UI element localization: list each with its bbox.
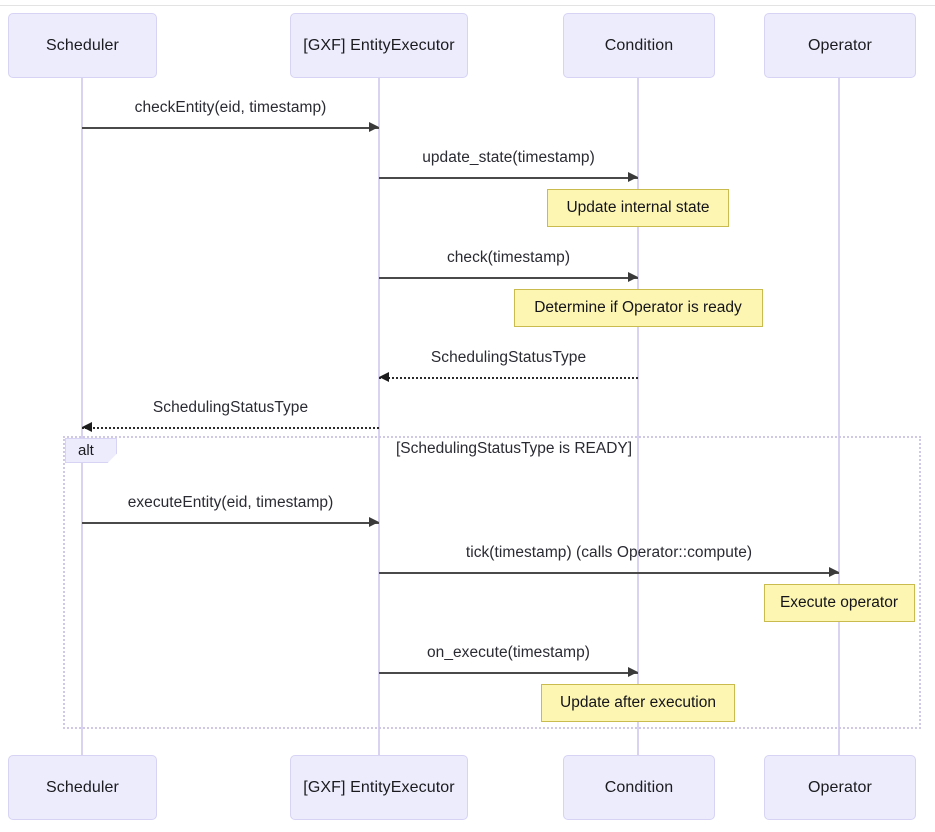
participant-label: Scheduler bbox=[46, 778, 119, 796]
fragment-condition-label: [SchedulingStatusType is READY] bbox=[396, 440, 633, 457]
message-line bbox=[82, 127, 379, 129]
note-text: Determine if Operator is ready bbox=[534, 299, 742, 316]
arrowhead-icon bbox=[628, 272, 638, 282]
participant-label: Operator bbox=[808, 778, 872, 796]
arrowhead-icon bbox=[369, 517, 379, 527]
note-n3: Execute operator bbox=[763, 584, 915, 622]
message-label: SchedulingStatusType bbox=[152, 399, 309, 416]
arrowhead-icon bbox=[829, 567, 839, 577]
note-text: Update after execution bbox=[560, 694, 716, 711]
message-label: check(timestamp) bbox=[446, 249, 571, 266]
participant-label: [GXF] EntityExecutor bbox=[303, 36, 455, 54]
participant-executor-bottom[interactable]: [GXF] EntityExecutor bbox=[290, 755, 468, 820]
lifeline-scheduler bbox=[81, 78, 83, 755]
top-divider bbox=[0, 5, 935, 6]
participant-label: Operator bbox=[808, 36, 872, 54]
participant-label: Scheduler bbox=[46, 36, 119, 54]
message-label: executeEntity(eid, timestamp) bbox=[127, 494, 334, 511]
message-label: update_state(timestamp) bbox=[422, 149, 595, 166]
note-n1: Update internal state bbox=[547, 189, 729, 227]
arrowhead-icon bbox=[628, 172, 638, 182]
message-line bbox=[379, 377, 638, 379]
message-label: checkEntity(eid, timestamp) bbox=[134, 99, 327, 116]
message-line bbox=[379, 672, 638, 674]
note-n2: Determine if Operator is ready bbox=[513, 289, 763, 327]
note-text: Update internal state bbox=[566, 199, 710, 216]
message-line bbox=[379, 572, 839, 574]
message-label: on_execute(timestamp) bbox=[426, 644, 590, 661]
arrowhead-icon bbox=[379, 372, 389, 382]
arrowhead-icon bbox=[82, 422, 92, 432]
arrowhead-icon bbox=[628, 667, 638, 677]
participant-label: [GXF] EntityExecutor bbox=[303, 778, 455, 796]
message-line bbox=[379, 277, 638, 279]
message-line bbox=[379, 177, 638, 179]
fragment-alt-ready bbox=[63, 436, 921, 729]
message-line bbox=[82, 522, 379, 524]
message-label: SchedulingStatusType bbox=[430, 349, 587, 366]
note-n4: Update after execution bbox=[541, 684, 735, 722]
participant-executor-top[interactable]: [GXF] EntityExecutor bbox=[290, 13, 468, 78]
participant-operator-top[interactable]: Operator bbox=[764, 13, 916, 78]
participant-condition-top[interactable]: Condition bbox=[563, 13, 715, 78]
participant-label: Condition bbox=[604, 778, 674, 796]
participant-scheduler-bottom[interactable]: Scheduler bbox=[8, 755, 157, 820]
arrowhead-icon bbox=[369, 122, 379, 132]
fragment-kind-label: alt bbox=[65, 438, 117, 463]
participant-scheduler-top[interactable]: Scheduler bbox=[8, 13, 157, 78]
participant-label: Condition bbox=[604, 36, 674, 54]
message-line bbox=[82, 427, 379, 429]
participant-operator-bottom[interactable]: Operator bbox=[764, 755, 916, 820]
lifeline-condition bbox=[637, 78, 639, 755]
note-text: Execute operator bbox=[779, 594, 899, 611]
lifeline-executor bbox=[378, 78, 380, 755]
lifeline-operator bbox=[838, 78, 840, 755]
participant-condition-bottom[interactable]: Condition bbox=[563, 755, 715, 820]
message-label: tick(timestamp) (calls Operator::compute… bbox=[465, 544, 753, 561]
